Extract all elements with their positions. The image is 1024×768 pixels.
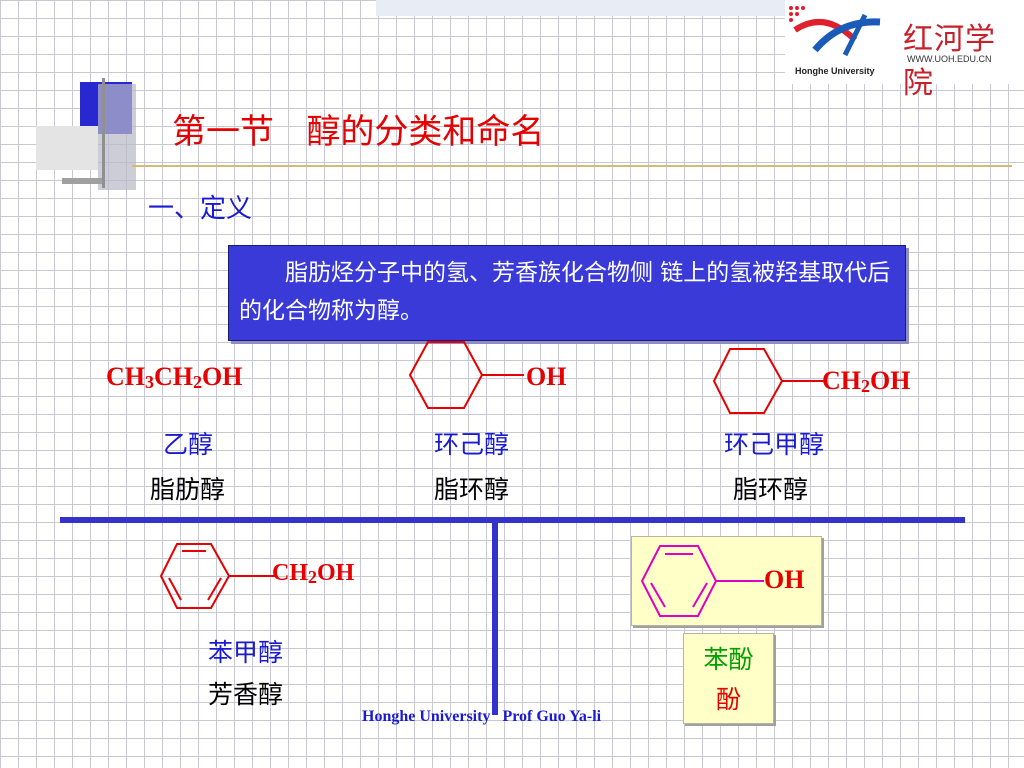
benzene-ring-icon xyxy=(159,543,275,609)
cyclohexanol-name: 环己醇 xyxy=(434,430,510,459)
deco-block-grey xyxy=(36,126,98,170)
definition-text: 脂肪烃分子中的氢、芳香族化合物侧 链上的氢被羟基取代后的化合物称为醇。 xyxy=(239,260,891,324)
cyclohexanol-class: 脂环醇 xyxy=(434,475,510,504)
benzyl-alcohol-name: 苯甲醇 xyxy=(208,638,284,667)
logo-emblem-icon xyxy=(789,6,881,57)
cyclohexylmethanol-class: 脂环醇 xyxy=(733,475,809,504)
title-underline xyxy=(132,165,1012,167)
deco-line-v xyxy=(102,78,105,188)
logo-url: WWW.UOH.EDU.CN xyxy=(907,54,992,64)
benzyl-alcohol-class: 芳香醇 xyxy=(208,680,284,709)
phenol-structure-box: OH xyxy=(631,536,822,626)
logo-english-name: Honghe University xyxy=(795,66,875,76)
ethanol-name: 乙醇 xyxy=(163,430,214,459)
deco-top-band xyxy=(376,0,786,16)
slide-title: 第一节 醇的分类和命名 xyxy=(172,112,545,152)
university-logo: 红河学院 WWW.UOH.EDU.CN Honghe University xyxy=(785,0,1024,101)
cyclohexane-ring-icon xyxy=(408,341,524,409)
phenol-class: 酚 xyxy=(715,685,741,714)
cyclohexylmethanol-name: 环己甲醇 xyxy=(724,430,825,459)
deco-bar-grey xyxy=(62,178,102,184)
vertical-divider xyxy=(492,523,498,715)
footer-credit: Honghe University Prof Guo Ya-li xyxy=(362,708,602,725)
cyclohexanol-group: OH xyxy=(526,362,567,391)
phenol-name: 苯酚 xyxy=(703,645,754,674)
cyclohexane-ring-icon xyxy=(712,348,824,414)
ethanol-class: 脂肪醇 xyxy=(150,475,226,504)
phenol-name-box: 苯酚 酚 xyxy=(683,633,774,724)
cyclohexylmethanol-group: CH2OH xyxy=(822,366,911,396)
logo-chinese-name: 红河学院 xyxy=(903,22,996,101)
phenol-group: OH xyxy=(764,565,805,594)
benzyl-alcohol-group: CH2OH xyxy=(272,560,355,587)
benzene-ring-icon xyxy=(640,545,764,617)
horizontal-divider xyxy=(60,517,965,523)
ethanol-formula: CH3CH2OH xyxy=(106,362,243,392)
section-heading: 一、定义 xyxy=(148,194,253,224)
definition-box: 脂肪烃分子中的氢、芳香族化合物侧 链上的氢被羟基取代后的化合物称为醇。 xyxy=(228,245,906,341)
